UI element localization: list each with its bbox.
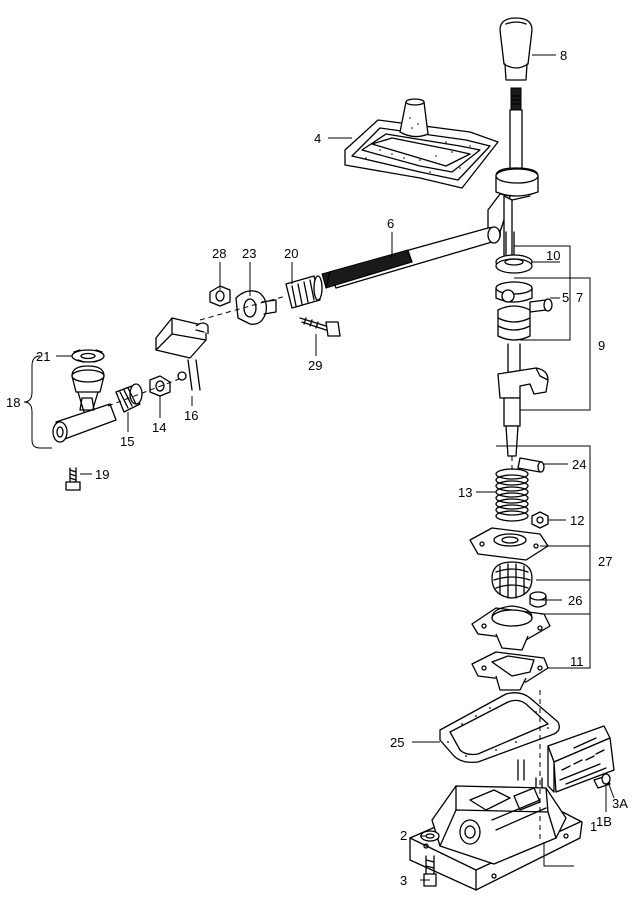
label-12: 12 [570,513,584,528]
linkage-18 [52,365,117,443]
gearshift-housing [409,785,583,891]
shift-boot [344,98,499,189]
leader-lines [23,54,615,881]
label-29: 29 [308,358,322,373]
spring-13 [495,468,529,522]
label-11: 11 [570,654,584,669]
ball-socket [491,561,533,599]
ring-10 [495,254,533,274]
lever-rod-mid [507,343,521,373]
gate-strip-3A [547,725,615,793]
label-10: 10 [546,248,560,263]
upper-plate [469,527,549,561]
bolt-1B [593,773,611,789]
label-15: 15 [120,434,134,449]
shift-finger [497,367,549,457]
ball-joint [495,281,533,341]
bolt-3 [423,855,437,887]
label-20: 20 [284,246,298,261]
label-21: 21 [36,349,50,364]
label-2: 2 [400,828,407,843]
bolt-29 [299,317,341,337]
bolt-5 [529,298,553,313]
label-5: 5 [562,290,569,305]
callout-labels: 8 4 6 28 23 20 10 5 7 9 29 21 18 16 14 1… [6,48,628,888]
washer-21 [71,349,105,363]
bushing-26 [529,591,547,608]
label-4: 4 [314,131,321,146]
label-13: 13 [458,485,472,500]
label-8: 8 [560,48,567,63]
label-27: 27 [598,554,612,569]
label-23: 23 [242,246,256,261]
gasket-25 [439,692,560,764]
middle-plate [471,605,551,651]
label-14: 14 [152,420,166,435]
selector-shaft [321,226,501,289]
label-1: 1 [590,819,597,834]
clamp-23 [235,290,277,325]
sleeve-15 [115,383,143,413]
shaft-axis [199,295,287,321]
label-1B: 1B [596,814,612,829]
nut-12 [531,511,549,529]
label-19: 19 [95,467,109,482]
label-28: 28 [212,246,226,261]
bracket-16 [155,317,209,391]
linkage-axis [107,377,183,407]
label-25: 25 [390,735,404,750]
label-24: 24 [572,457,586,472]
bolt-19 [65,467,81,491]
label-3A: 3A [612,796,628,811]
shift-lever-rod [509,87,523,181]
label-6: 6 [387,216,394,231]
plate-11 [471,651,549,691]
label-26: 26 [568,593,582,608]
label-3: 3 [400,873,407,888]
label-9: 9 [598,338,605,353]
shift-knob [499,17,533,81]
label-18: 18 [6,395,20,410]
label-7: 7 [576,290,583,305]
coupling-20 [285,275,323,309]
label-16: 16 [184,408,198,423]
pin-24 [517,457,545,473]
